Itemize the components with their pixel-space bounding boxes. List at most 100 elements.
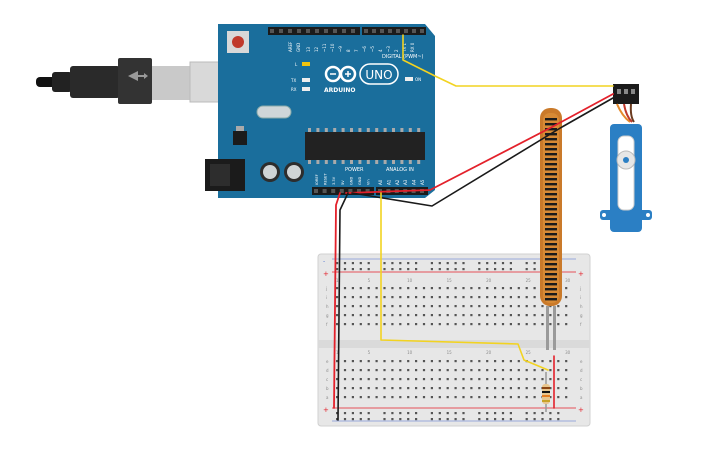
breadboard-hole[interactable]: [399, 378, 402, 381]
header-pin[interactable]: [297, 29, 301, 33]
rail-hole[interactable]: [446, 412, 449, 415]
breadboard-hole[interactable]: [383, 396, 386, 399]
breadboard-hole[interactable]: [422, 378, 426, 381]
breadboard-hole[interactable]: [415, 387, 418, 390]
rail-hole[interactable]: [415, 412, 418, 415]
header-pin[interactable]: [279, 29, 283, 33]
rail-hole[interactable]: [494, 418, 497, 421]
header-pin[interactable]: [351, 29, 355, 33]
breadboard-hole[interactable]: [407, 314, 410, 317]
breadboard-hole[interactable]: [407, 387, 410, 390]
rail-hole[interactable]: [454, 418, 457, 421]
breadboard-hole[interactable]: [517, 396, 520, 399]
breadboard-hole[interactable]: [454, 296, 457, 299]
breadboard-hole[interactable]: [478, 314, 481, 317]
breadboard-hole[interactable]: [494, 396, 497, 399]
breadboard-hole[interactable]: [351, 387, 354, 390]
breadboard-hole[interactable]: [422, 369, 426, 372]
breadboard-hole[interactable]: [407, 323, 410, 326]
rail-hole[interactable]: [509, 418, 512, 421]
breadboard-hole[interactable]: [407, 396, 410, 399]
breadboard-hole[interactable]: [399, 360, 402, 363]
header-pin[interactable]: [270, 29, 274, 33]
breadboard-hole[interactable]: [336, 396, 339, 399]
breadboard-hole[interactable]: [549, 396, 552, 399]
breadboard-hole[interactable]: [422, 305, 426, 308]
breadboard-hole[interactable]: [494, 314, 497, 317]
wire-gnd-rail[interactable]: [337, 192, 349, 421]
breadboard-hole[interactable]: [438, 287, 441, 290]
breadboard-hole[interactable]: [422, 323, 426, 326]
breadboard-hole[interactable]: [501, 360, 505, 363]
breadboard-hole[interactable]: [533, 296, 536, 299]
breadboard-hole[interactable]: [462, 360, 465, 363]
breadboard-hole[interactable]: [486, 378, 489, 381]
breadboard-hole[interactable]: [359, 378, 362, 381]
rail-hole[interactable]: [391, 418, 394, 421]
rail-hole[interactable]: [359, 262, 362, 265]
rail-hole[interactable]: [391, 268, 394, 271]
breadboard-hole[interactable]: [509, 287, 512, 290]
breadboard-hole[interactable]: [415, 360, 418, 363]
breadboard-hole[interactable]: [383, 360, 386, 363]
power-pin[interactable]: [314, 189, 318, 193]
rail-hole[interactable]: [494, 268, 497, 271]
breadboard-hole[interactable]: [351, 323, 354, 326]
rail-hole[interactable]: [509, 262, 512, 265]
digital-header[interactable]: [362, 27, 426, 35]
rail-hole[interactable]: [399, 418, 402, 421]
rail-hole[interactable]: [415, 268, 418, 271]
rail-hole[interactable]: [399, 262, 402, 265]
breadboard-hole[interactable]: [391, 287, 394, 290]
rail-hole[interactable]: [486, 268, 489, 271]
breadboard-hole[interactable]: [438, 396, 441, 399]
rail-hole[interactable]: [359, 412, 362, 415]
breadboard-hole[interactable]: [375, 360, 378, 363]
breadboard-hole[interactable]: [367, 369, 370, 372]
header-pin[interactable]: [404, 29, 408, 33]
breadboard-hole[interactable]: [494, 305, 497, 308]
rail-hole[interactable]: [430, 268, 433, 271]
breadboard-hole[interactable]: [549, 369, 552, 372]
breadboard-hole[interactable]: [336, 369, 339, 372]
breadboard-hole[interactable]: [486, 323, 489, 326]
breadboard-hole[interactable]: [525, 305, 528, 308]
flex-sensor[interactable]: [540, 108, 562, 350]
breadboard-hole[interactable]: [367, 396, 370, 399]
rail-hole[interactable]: [501, 412, 505, 415]
rail-hole[interactable]: [486, 412, 489, 415]
rail-hole[interactable]: [462, 418, 465, 421]
breadboard-hole[interactable]: [501, 305, 505, 308]
breadboard-hole[interactable]: [422, 287, 426, 290]
power-pin[interactable]: [331, 189, 336, 193]
breadboard-hole[interactable]: [486, 314, 489, 317]
rail-hole[interactable]: [525, 418, 528, 421]
rail-hole[interactable]: [438, 268, 441, 271]
rail-hole[interactable]: [415, 418, 418, 421]
breadboard-hole[interactable]: [446, 396, 449, 399]
breadboard-hole[interactable]: [454, 396, 457, 399]
rail-hole[interactable]: [383, 418, 386, 421]
rail-hole[interactable]: [336, 412, 339, 415]
rail-hole[interactable]: [494, 412, 497, 415]
breadboard-hole[interactable]: [343, 314, 347, 317]
breadboard-hole[interactable]: [517, 305, 520, 308]
breadboard-hole[interactable]: [438, 296, 441, 299]
rail-hole[interactable]: [367, 262, 370, 265]
breadboard-hole[interactable]: [517, 296, 520, 299]
breadboard-hole[interactable]: [415, 287, 418, 290]
breadboard-hole[interactable]: [501, 396, 505, 399]
rail-hole[interactable]: [438, 412, 441, 415]
breadboard-hole[interactable]: [478, 387, 481, 390]
breadboard-hole[interactable]: [430, 296, 433, 299]
breadboard-hole[interactable]: [415, 305, 418, 308]
header-pin[interactable]: [388, 29, 392, 33]
breadboard-hole[interactable]: [517, 314, 520, 317]
breadboard-hole[interactable]: [494, 360, 497, 363]
breadboard-hole[interactable]: [391, 387, 394, 390]
rail-hole[interactable]: [383, 412, 386, 415]
breadboard-hole[interactable]: [541, 369, 544, 372]
breadboard-hole[interactable]: [383, 287, 386, 290]
breadboard-hole[interactable]: [494, 287, 497, 290]
breadboard-hole[interactable]: [454, 387, 457, 390]
